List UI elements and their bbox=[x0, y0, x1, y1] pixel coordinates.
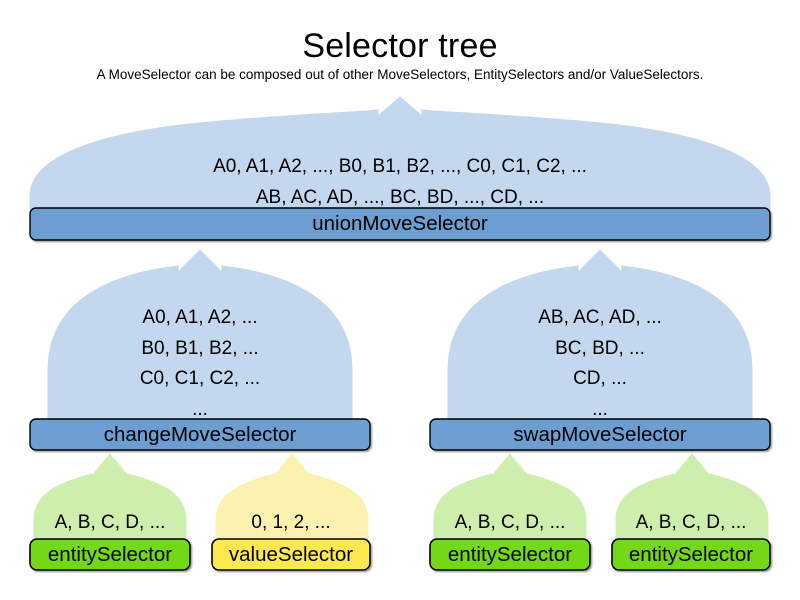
change-move-selector-label[interactable]: changeMoveSelector bbox=[103, 423, 297, 446]
entity-selector-3-content: A, B, C, D, ... bbox=[635, 512, 747, 533]
entity-selector-3-label[interactable]: entitySelector bbox=[628, 543, 754, 566]
swap-move-selector-label[interactable]: swapMoveSelector bbox=[513, 423, 687, 446]
union-move-selector-label[interactable]: unionMoveSelector bbox=[312, 212, 488, 235]
swap-move-selector-bar[interactable] bbox=[429, 418, 771, 451]
value-selector-1-content: 0, 1, 2, ... bbox=[251, 512, 331, 533]
entity-selector-1-bar[interactable] bbox=[29, 538, 191, 571]
entity-selector-1-content: A, B, C, D, ... bbox=[54, 512, 166, 533]
entity-selector-1-label[interactable]: entitySelector bbox=[47, 543, 173, 566]
entity-selector-3-bar[interactable] bbox=[611, 538, 771, 571]
value-selector-1-body bbox=[215, 453, 369, 544]
entity-selector-1-body bbox=[33, 453, 187, 544]
value-selector-1-bar[interactable] bbox=[211, 538, 371, 571]
entity-selector-2-body bbox=[433, 453, 587, 544]
page-title: Selector tree bbox=[302, 27, 498, 65]
entity-selector-2-content: A, B, C, D, ... bbox=[454, 512, 566, 533]
entity-selector-2-bar[interactable] bbox=[429, 538, 591, 571]
page-subtitle: A MoveSelector can be composed out of ot… bbox=[96, 67, 704, 82]
change-move-selector-body bbox=[47, 249, 353, 431]
entity-selector-2-label[interactable]: entitySelector bbox=[447, 543, 573, 566]
union-move-selector-body bbox=[29, 96, 771, 219]
value-selector-1-label[interactable]: valueSelector bbox=[228, 543, 354, 566]
swap-move-selector-body bbox=[447, 249, 753, 431]
union-move-selector-bar[interactable] bbox=[29, 207, 771, 241]
entity-selector-3-body bbox=[615, 453, 769, 544]
change-move-selector-bar[interactable] bbox=[29, 418, 371, 451]
